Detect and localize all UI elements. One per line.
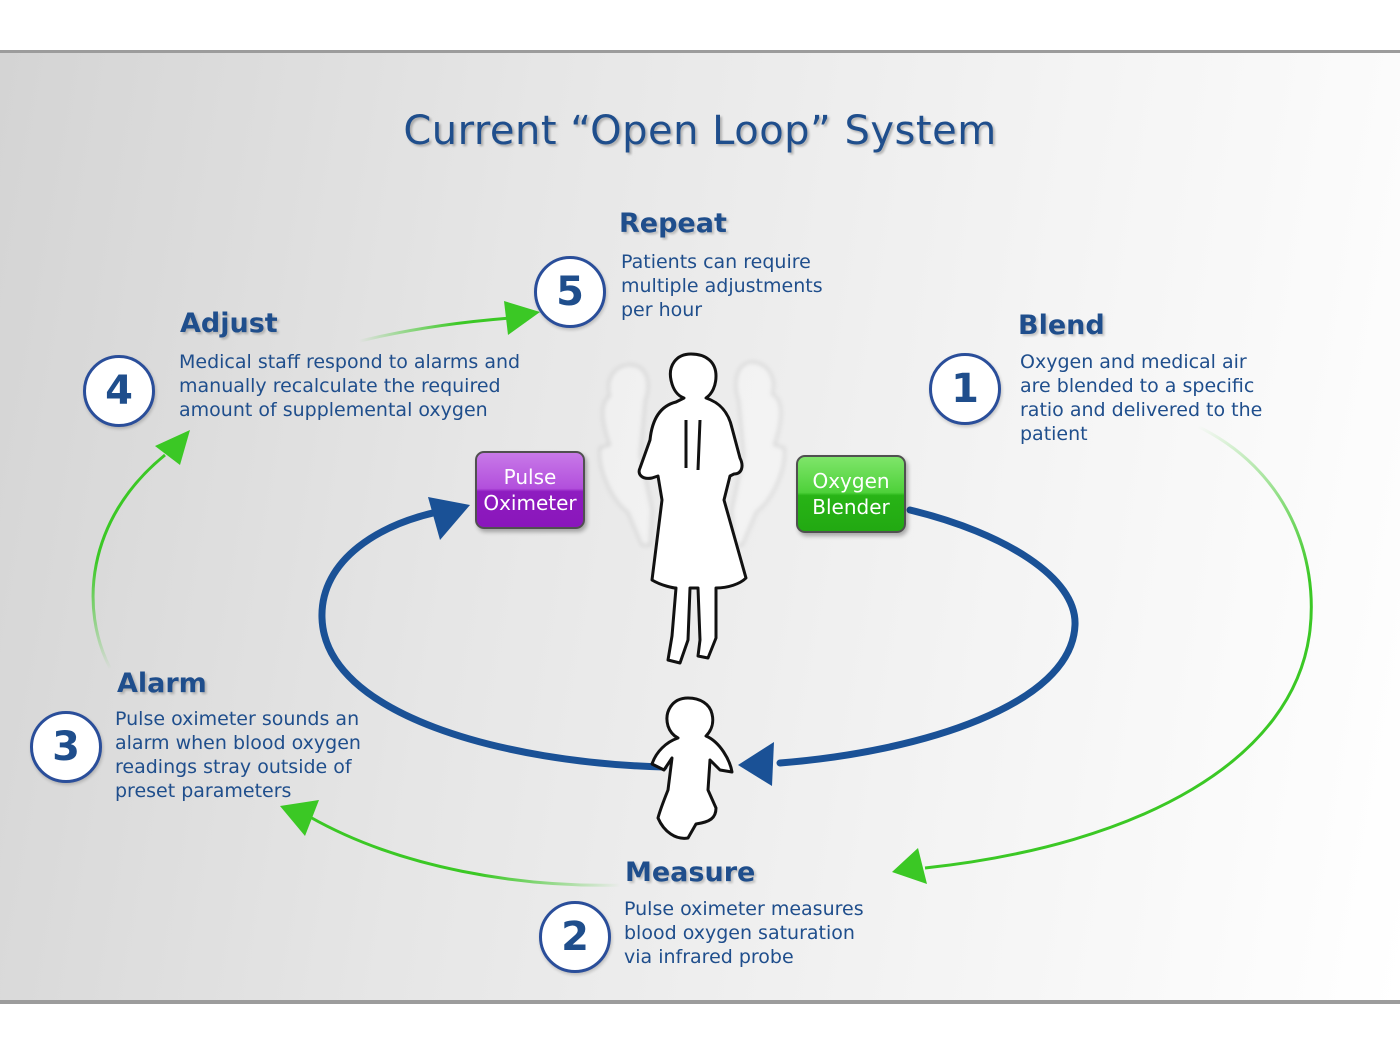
- ghost-nurse-icon: [598, 363, 654, 546]
- step-1-description-line: patient: [1020, 423, 1088, 445]
- top-rule: [0, 50, 1400, 54]
- pulse-oximeter-label-line: Pulse: [503, 465, 557, 489]
- oxygen-blender-label-line: Blender: [812, 495, 890, 519]
- step-1-number-badge: 1: [929, 353, 1001, 425]
- arrow-alarm-to-adjust-head: [155, 430, 190, 465]
- step-2-description-line: Pulse oximeter measures: [624, 898, 864, 920]
- step-3-title: Alarm: [117, 668, 207, 699]
- step-4-description-line: manually recalculate the required: [179, 375, 501, 397]
- loop-arrow-right: [776, 506, 1079, 767]
- step-3-description: Pulse oximeter sounds an alarm when bloo…: [115, 707, 361, 803]
- oxygen-blender-label-line: Oxygen: [812, 469, 890, 493]
- arrow-adjust-to-repeat-head: [504, 301, 540, 335]
- baby-silhouette-icon: [650, 696, 734, 840]
- step-3-number-badge: 3: [30, 711, 102, 783]
- step-3-description-line: preset parameters: [115, 780, 292, 802]
- step-1-description: Oxygen and medical air are blended to a …: [1020, 350, 1262, 446]
- pulse-oximeter-label-line: Oximeter: [483, 491, 577, 515]
- pulse-oximeter-box: Pulse Oximeter: [475, 451, 585, 529]
- step-4-description: Medical staff respond to alarms and manu…: [179, 350, 520, 422]
- step-1-title: Blend: [1018, 310, 1105, 341]
- step-2-description-line: blood oxygen saturation: [624, 922, 855, 944]
- step-4-number-badge: 4: [83, 355, 155, 427]
- arrow-measure-to-alarm: [309, 815, 626, 887]
- step-1-description-line: Oxygen and medical air: [1020, 351, 1247, 373]
- step-5-description-line: Patients can require: [621, 251, 811, 273]
- step-2-description: Pulse oximeter measures blood oxygen sat…: [624, 897, 864, 969]
- arrow-alarm-to-adjust: [91, 453, 166, 669]
- step-1-description-line: are blended to a specific: [1020, 375, 1255, 397]
- loop-arrowhead-left: [428, 497, 470, 540]
- step-5-title: Repeat: [619, 208, 727, 239]
- bottom-rule: [0, 1000, 1400, 1004]
- step-1-description-line: ratio and delivered to the: [1020, 399, 1263, 421]
- ghost-nurse-icon: [730, 360, 786, 546]
- step-2-title: Measure: [625, 857, 756, 888]
- step-5-description-line: per hour: [621, 299, 703, 321]
- step-5-description: Patients can require multiple adjustment…: [621, 250, 823, 322]
- step-5-number-badge: 5: [534, 256, 606, 328]
- step-2-description-line: via infrared probe: [624, 946, 794, 968]
- step-5-description-line: multiple adjustments: [621, 275, 823, 297]
- loop-arrow-left: [318, 506, 668, 771]
- step-3-description-line: Pulse oximeter sounds an: [115, 708, 360, 730]
- oxygen-blender-box: Oxygen Blender: [796, 455, 906, 533]
- step-3-description-line: readings stray outside of: [115, 756, 352, 778]
- arrow-blend-to-measure-head: [892, 848, 927, 884]
- step-4-description-line: Medical staff respond to alarms and: [179, 351, 521, 373]
- loop-arrowhead-right: [738, 742, 774, 786]
- arrow-blend-to-measure: [924, 423, 1313, 870]
- arrow-adjust-to-repeat: [344, 316, 511, 347]
- page-title: Current “Open Loop” System: [403, 108, 997, 154]
- step-4-description-line: amount of supplemental oxygen: [179, 399, 488, 421]
- arrow-measure-to-alarm-head: [280, 800, 319, 836]
- step-4-title: Adjust: [180, 308, 278, 339]
- step-2-number-badge: 2: [539, 901, 611, 973]
- step-3-description-line: alarm when blood oxygen: [115, 732, 361, 754]
- nurse-silhouette-icon: [637, 352, 748, 665]
